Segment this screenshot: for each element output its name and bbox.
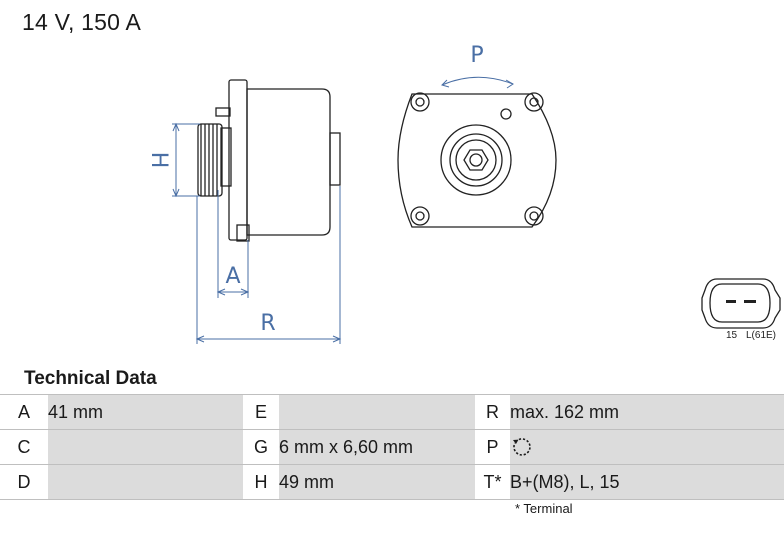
param-key-c: C [0, 429, 48, 465]
dimension-label-p: P [470, 43, 483, 68]
rotation-direction-icon [513, 438, 531, 456]
param-key-r: R [475, 394, 510, 430]
param-value-e [279, 394, 475, 430]
connector-pin-15 [726, 300, 736, 303]
dimension-lines [172, 76, 514, 344]
param-key-d: D [0, 464, 48, 500]
connector-plug [701, 278, 781, 329]
dimension-label-a: A [225, 264, 240, 289]
alternator-technical-drawing: H A R P [146, 43, 781, 344]
technical-data-table: A 41 mm E R max. 162 mm C G 6 mm x 6,60 … [0, 394, 784, 500]
param-value-d [48, 464, 243, 500]
product-title: 14 V, 150 A [22, 9, 142, 35]
param-value-r: max. 162 mm [510, 394, 784, 430]
param-key-a: A [0, 394, 48, 430]
connector-label-l61e: L(61E) [746, 330, 777, 341]
dimension-label-r: R [260, 311, 275, 336]
connector-pin-l [744, 300, 756, 303]
param-value-h: 49 mm [279, 464, 475, 500]
table-row: D H 49 mm T* B+(M8), L, 15 [0, 464, 784, 500]
param-key-t: T* [475, 464, 510, 500]
footnote-terminal: * Terminal [515, 501, 573, 516]
param-key-p: P [475, 429, 510, 465]
param-key-e: E [243, 394, 279, 430]
param-value-p [510, 429, 784, 465]
param-value-t: B+(M8), L, 15 [510, 464, 784, 500]
alternator-side-view [197, 79, 341, 242]
param-key-g: G [243, 429, 279, 465]
param-key-h: H [243, 464, 279, 500]
technical-data-heading: Technical Data [24, 368, 157, 389]
param-value-g: 6 mm x 6,60 mm [279, 429, 475, 465]
dimension-label-h: H [146, 152, 171, 169]
param-value-a: 41 mm [48, 394, 243, 430]
table-row: A 41 mm E R max. 162 mm [0, 394, 784, 430]
table-row: C G 6 mm x 6,60 mm P [0, 429, 784, 465]
alternator-front-view [397, 92, 557, 228]
connector-label-15: 15 [726, 330, 738, 341]
param-value-c [48, 429, 243, 465]
